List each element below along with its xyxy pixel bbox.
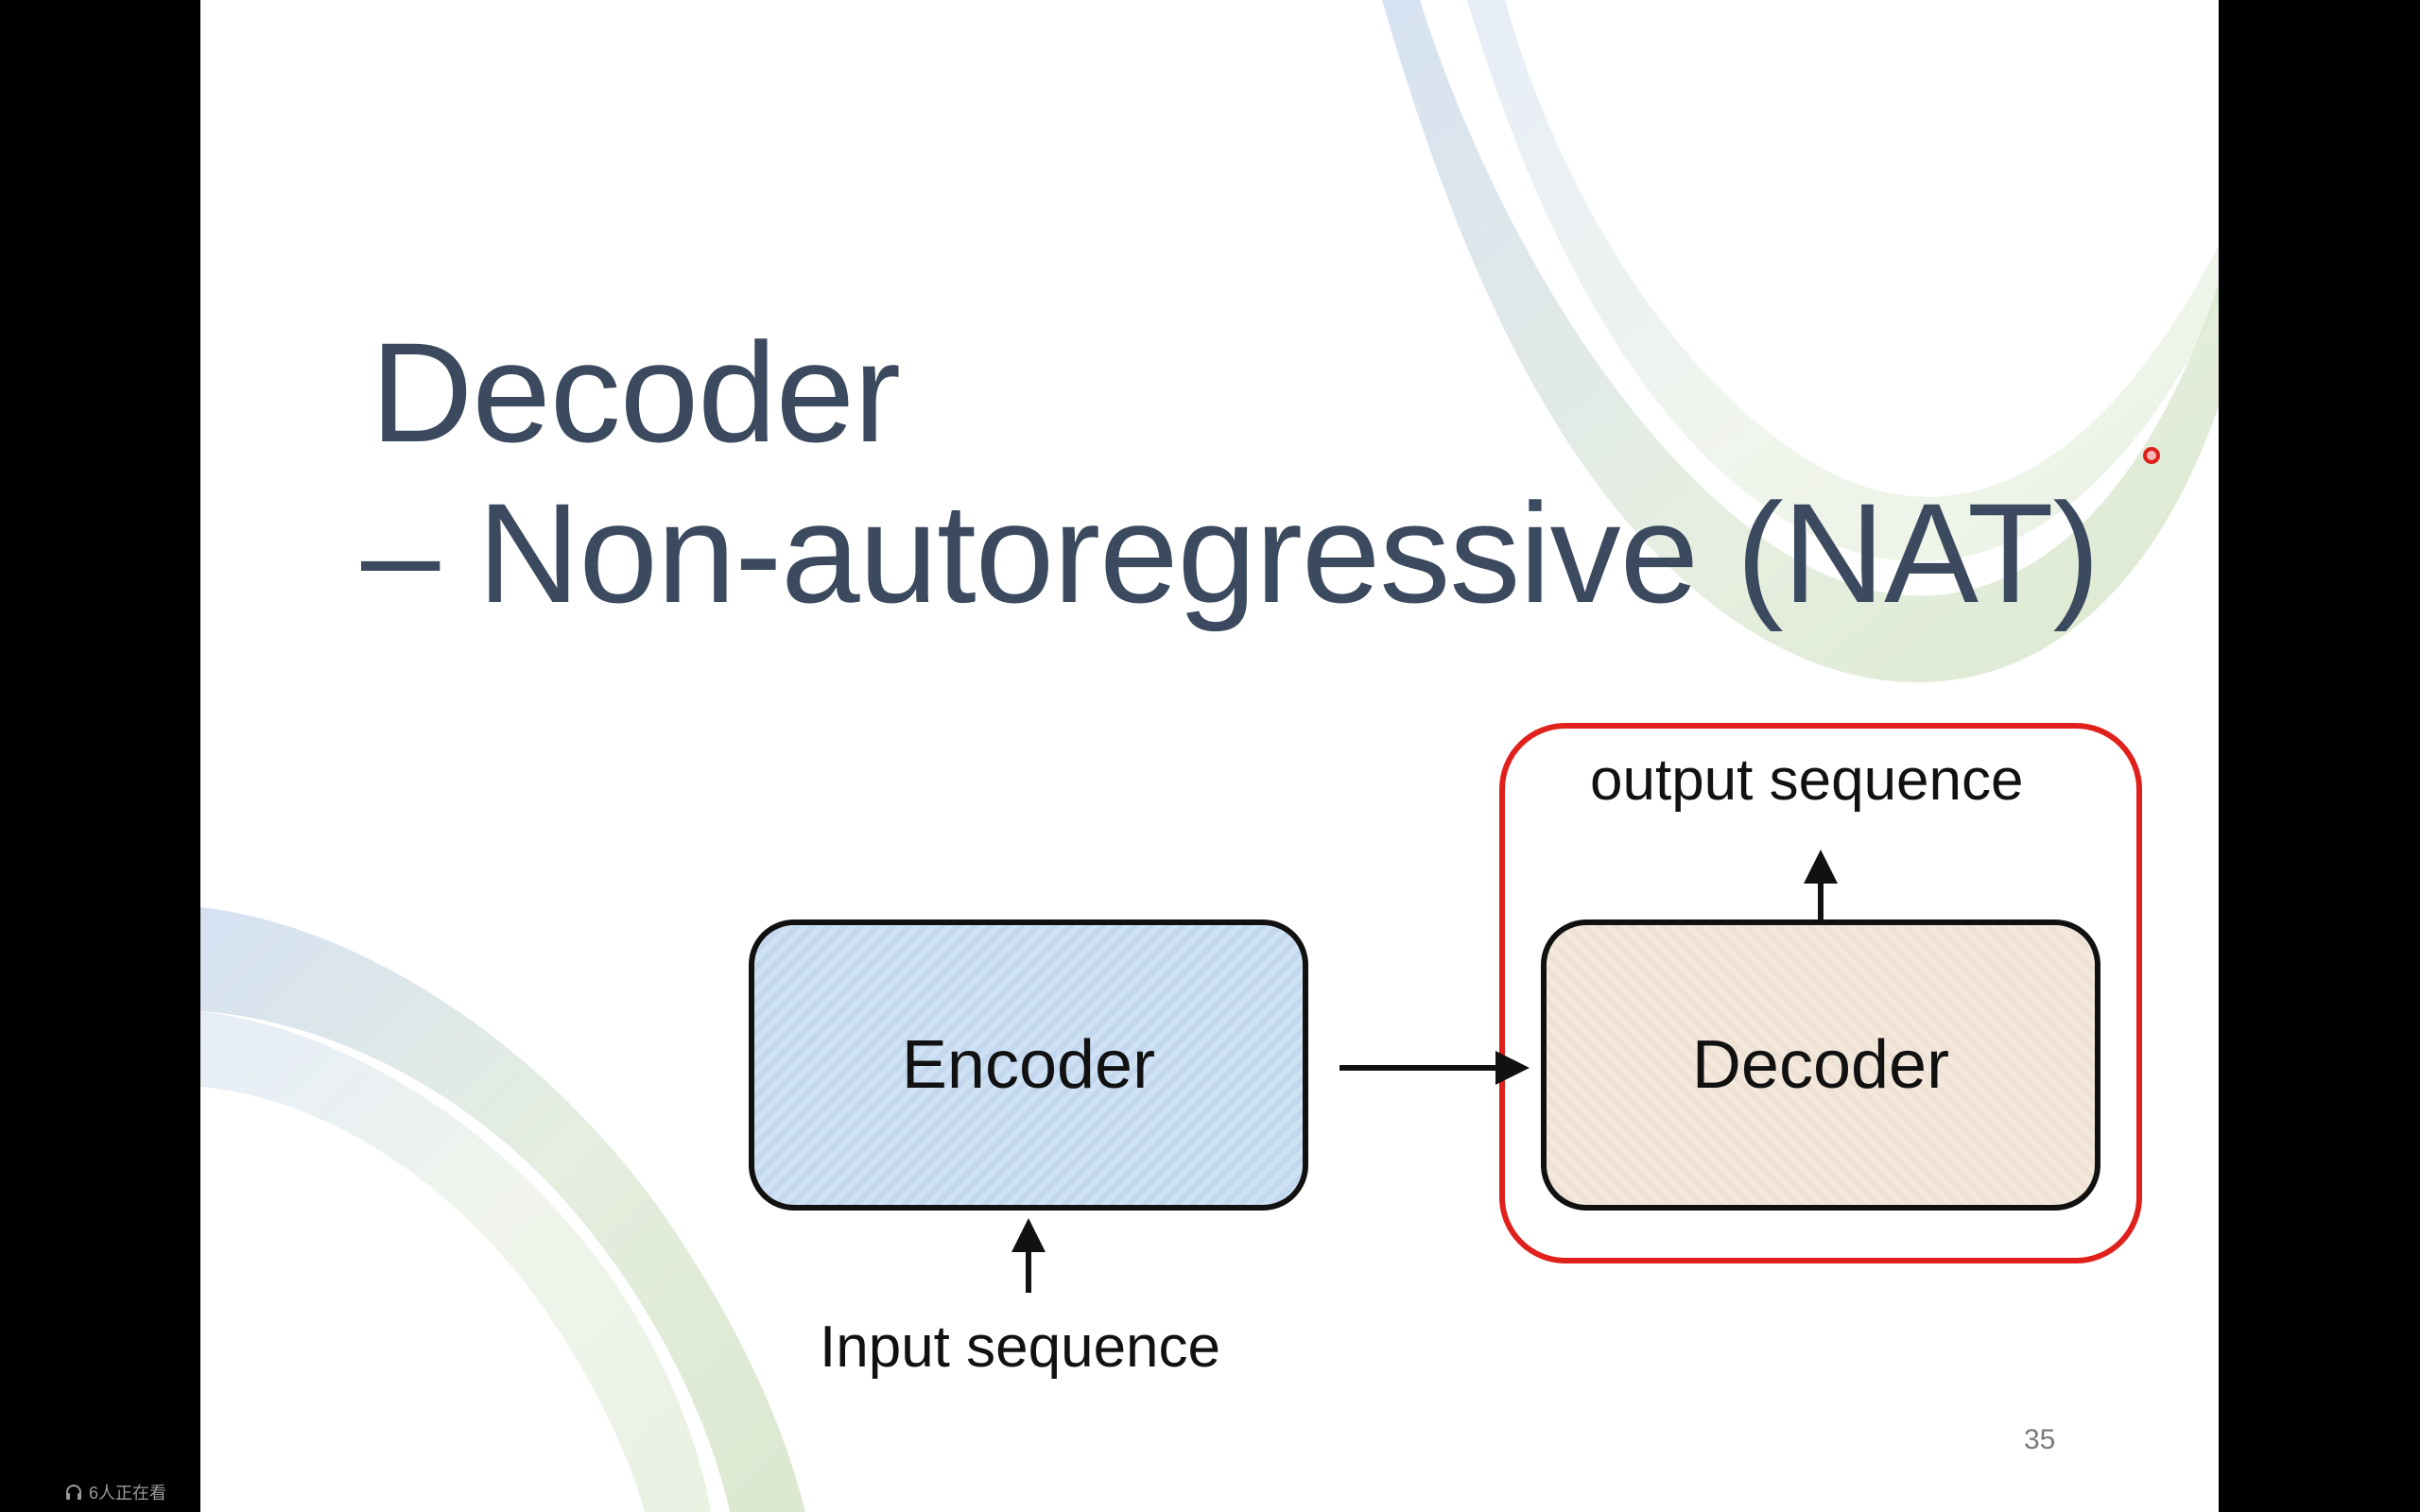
encoder-block: Encoder xyxy=(749,919,1308,1211)
decoder-label: Decoder xyxy=(1691,1027,1950,1103)
laser-pointer-cursor xyxy=(2143,447,2160,464)
decoder-highlight-frame xyxy=(1499,723,2142,1263)
viewer-count-text: 6人正在看 xyxy=(89,1484,167,1503)
input-sequence-label: Input sequence xyxy=(820,1314,1221,1380)
headphones-icon xyxy=(66,1485,81,1500)
diagram-arrows xyxy=(1011,850,1838,1293)
output-sequence-label: output sequence xyxy=(1590,747,2024,813)
encoder-label: Encoder xyxy=(901,1027,1156,1103)
slide: Decoder – Non-autoregressive (NAT) outpu… xyxy=(200,0,2219,1512)
slide-title-line1: Decoder xyxy=(371,313,901,472)
decoder-block: Decoder xyxy=(1541,919,2100,1211)
decorative-swoosh xyxy=(200,0,2219,1512)
page-number: 35 xyxy=(2024,1424,2056,1455)
viewer-count-badge: 6人正在看 xyxy=(64,1480,166,1504)
slide-title-line2: – Non-autoregressive (NAT) xyxy=(361,473,2100,632)
